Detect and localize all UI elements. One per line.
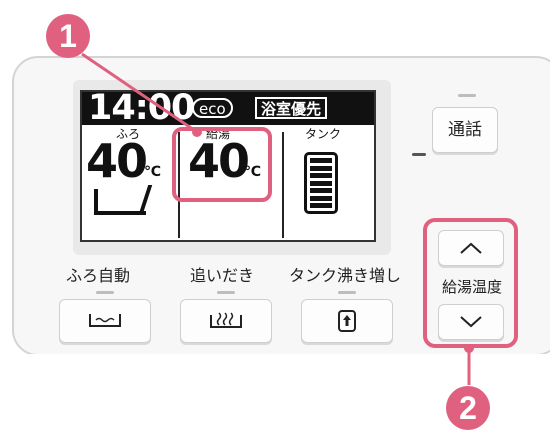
tank-boost-button[interactable] — [301, 299, 393, 343]
status-bar: 14:00 eco 浴室優先 — [82, 90, 374, 128]
status-lamp — [412, 153, 426, 156]
lcd-divider — [282, 132, 284, 238]
tank-level-icon — [304, 152, 338, 214]
lcd-display: 14:00 eco 浴室優先 ふろ 給湯 タンク 40 ℃ 40 ℃ — [80, 90, 376, 242]
temp-up-button[interactable] — [438, 230, 504, 266]
reheat-indicator — [217, 291, 235, 294]
hot-water-temperature: 40 — [188, 134, 250, 188]
tank-boost-indicator — [338, 291, 356, 294]
auto-bath-indicator — [96, 291, 114, 294]
bath-priority-badge: 浴室優先 — [255, 97, 328, 119]
bath-temp-unit: ℃ — [144, 164, 161, 180]
eco-badge: eco — [192, 98, 233, 118]
auto-bath-button[interactable] — [59, 299, 151, 343]
bath-label: ふろ — [116, 127, 141, 141]
temp-down-button[interactable] — [438, 304, 504, 340]
tank-boost-icon — [338, 310, 356, 332]
hot-water-temp-label: 給湯温度 — [441, 278, 502, 296]
hot-water-temp-unit: ℃ — [244, 164, 261, 180]
clock: 14:00 — [88, 90, 195, 128]
auto-bath-label: ふろ自動 — [66, 266, 131, 285]
callout-1: 1 — [46, 14, 90, 58]
tank-boost-label: タンク沸き増し — [289, 266, 402, 285]
lcd-divider — [178, 132, 180, 238]
reheat-icon — [210, 312, 242, 328]
hot-water-temp-highlight — [172, 127, 272, 202]
reheat-label: 追いだき — [190, 266, 255, 285]
bath-temperature: 40 — [86, 134, 148, 188]
intercom-indicator — [458, 94, 476, 97]
tank-label: タンク — [305, 127, 342, 141]
chevron-up-icon — [460, 242, 482, 254]
intercom-button[interactable]: 通話 — [432, 107, 498, 153]
bathtub-icon — [89, 314, 121, 327]
callout-2: 2 — [446, 386, 490, 430]
bathtub-graphic — [94, 189, 146, 215]
chevron-down-icon — [460, 316, 482, 328]
reheat-button[interactable] — [180, 299, 272, 343]
